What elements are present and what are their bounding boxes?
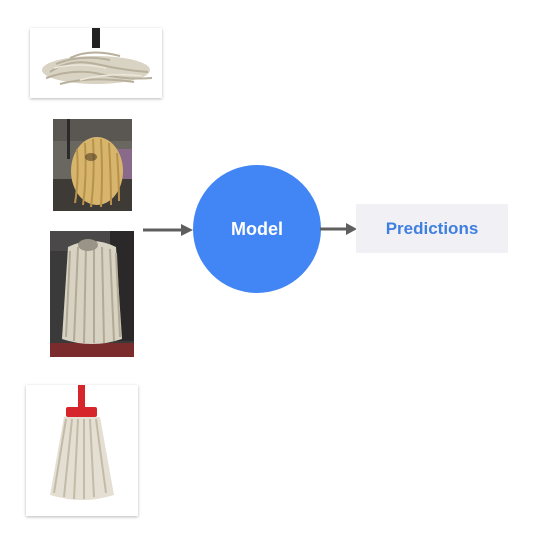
predictions-label: Predictions: [385, 218, 479, 238]
input-image-red-mop: [26, 385, 138, 516]
predictions-box: Predictions: [356, 204, 508, 253]
input-image-dog: [53, 119, 132, 211]
output-arrow: [320, 223, 357, 235]
model-label: Model: [231, 218, 283, 239]
model-node: Model: [193, 165, 321, 293]
input-image-dog-standing: [50, 231, 134, 357]
input-arrow: [143, 224, 193, 236]
input-image-mop-head: [30, 28, 162, 98]
